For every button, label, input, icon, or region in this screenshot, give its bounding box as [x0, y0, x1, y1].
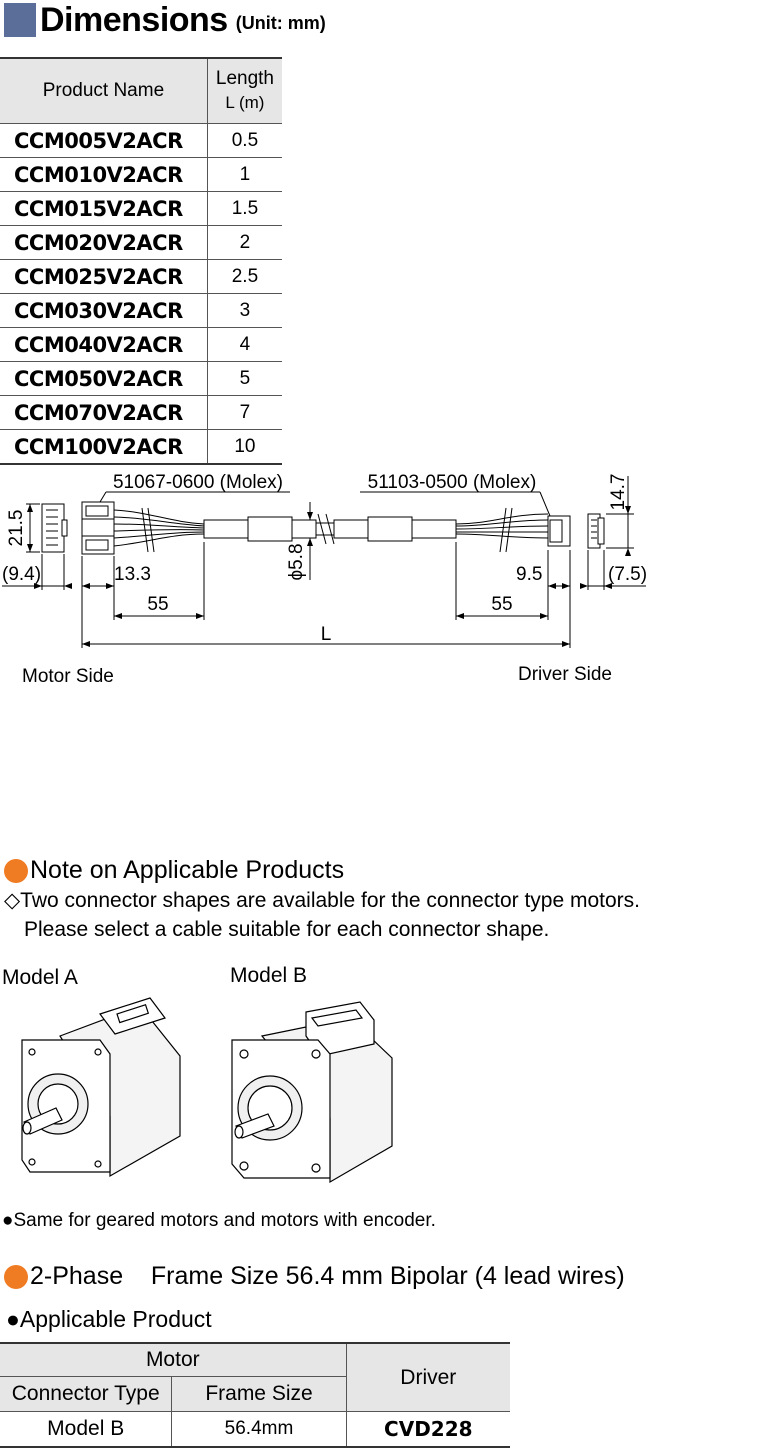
product-name: CCM070V2ACR — [0, 395, 208, 430]
col-connector-type: Connector Type — [0, 1376, 173, 1412]
product-length: 1.5 — [207, 191, 282, 226]
app-table-header-2: Connector Type Frame Size — [0, 1376, 510, 1412]
dim-L: L — [321, 624, 332, 645]
product-name: CCM010V2ACR — [0, 157, 208, 192]
product-length: 4 — [207, 327, 282, 362]
col-frame-size: Frame Size — [171, 1376, 347, 1412]
driver-housing — [547, 515, 571, 547]
motor-illustrations — [21, 997, 393, 1184]
product-name: CCM025V2ACR — [0, 259, 208, 294]
applicable-product-label: ●Applicable Product — [6, 1306, 212, 1332]
product-length: 7 — [207, 395, 282, 430]
dim-9-5: 9.5 — [516, 564, 542, 585]
product-length: 1 — [207, 157, 282, 192]
note-line-2: Please select a cable suitable for each … — [24, 918, 550, 941]
dim-55-left: 55 — [147, 594, 168, 615]
product-name: CCM005V2ACR — [0, 123, 208, 158]
applicable-product-table: Motor Driver Connector Type Frame Size M… — [0, 1342, 510, 1448]
note-title: Note on Applicable Products — [30, 856, 345, 884]
dim-phi-5-8: ϕ5.8 — [286, 543, 307, 580]
dim-13-3: 13.3 — [114, 564, 151, 585]
product-name: CCM040V2ACR — [0, 327, 208, 362]
product-name: CCM020V2ACR — [0, 225, 208, 260]
product-name: CCM030V2ACR — [0, 293, 208, 328]
model-a-motor-image — [21, 997, 181, 1178]
dim-9-4: (9.4) — [2, 564, 41, 585]
dim-21-5: 21.5 — [6, 510, 27, 547]
product-length: 2.5 — [207, 259, 282, 294]
page-title: Dimensions — [40, 0, 228, 39]
product-length: 2 — [207, 225, 282, 260]
geared-note: ●Same for geared motors and motors with … — [2, 1210, 436, 1231]
app-table-header-1: Motor Driver — [0, 1342, 510, 1412]
row-driver: CVD228 — [346, 1411, 510, 1448]
orange-bullet-icon — [4, 1264, 28, 1289]
dim-14-7: 14.7 — [608, 474, 629, 511]
phase-heading: 2-Phase Frame Size 56.4 mm Bipolar (4 le… — [4, 1262, 625, 1291]
unit-label: (Unit: mm) — [235, 12, 326, 33]
product-length: 10 — [207, 429, 282, 465]
col-product-name: Product Name — [0, 57, 208, 124]
product-name: CCM015V2ACR — [0, 191, 208, 226]
col-driver: Driver — [346, 1342, 510, 1412]
col-length-line2: L (m) — [225, 93, 265, 112]
product-table-header: Product Name Length L (m) — [0, 57, 282, 124]
row-frame-size: 56.4mm — [171, 1411, 347, 1448]
col-length: Length L (m) — [207, 57, 282, 124]
table-row: Model B 56.4mm CVD228 — [0, 1411, 510, 1448]
model-b-label: Model B — [230, 964, 308, 987]
note-line-1: ◇Two connector shapes are available for … — [4, 889, 640, 912]
driver-side-label: Driver Side — [518, 664, 612, 685]
cable-dimension-drawing: 51067-0600 (Molex) 51103-0500 (Molex) 21… — [2, 472, 647, 687]
motor-housing — [81, 501, 115, 555]
title-square-icon — [4, 3, 36, 37]
row-connector-type: Model B — [0, 1411, 173, 1448]
dim-7-5: (7.5) — [608, 564, 647, 585]
dimensions-header: Dimensions (Unit: mm) — [4, 0, 326, 39]
phase-title: 2-Phase Frame Size 56.4 mm Bipolar (4 le… — [30, 1262, 625, 1290]
dim-55-right: 55 — [491, 594, 512, 615]
motor-connector-part: 51067-0600 (Molex) — [113, 472, 283, 493]
orange-bullet-icon — [4, 858, 28, 883]
product-name: CCM100V2ACR — [0, 429, 208, 465]
model-a-label: Model A — [2, 966, 78, 989]
product-length: 3 — [207, 293, 282, 328]
product-length: 5 — [207, 361, 282, 396]
motor-side-label: Motor Side — [22, 666, 114, 687]
product-length: 0.5 — [207, 123, 282, 158]
model-b-motor-image — [231, 1001, 393, 1184]
col-motor: Motor — [0, 1342, 347, 1377]
note-heading: Note on Applicable Products — [4, 856, 344, 885]
col-length-line1: Length — [215, 68, 274, 89]
driver-connector-part: 51103-0500 (Molex) — [368, 472, 537, 493]
product-name: CCM050V2ACR — [0, 361, 208, 396]
